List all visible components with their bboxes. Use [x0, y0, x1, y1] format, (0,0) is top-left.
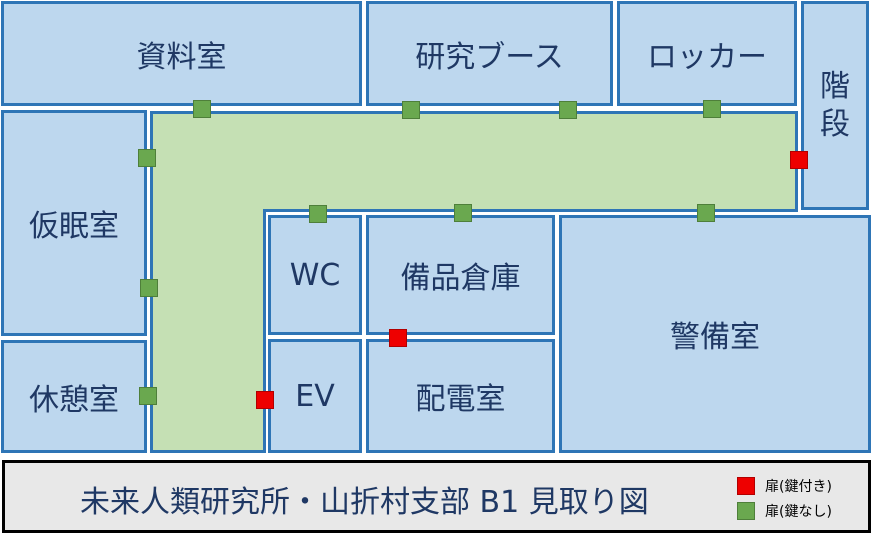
room-wc: WC: [268, 215, 362, 335]
door-unlocked: [138, 149, 156, 167]
room-kenkyu-booth: 研究ブース: [366, 1, 613, 106]
legend-free: 扉(鍵なし): [737, 501, 832, 521]
room-kaminshitsu: 仮眠室: [1, 110, 147, 336]
room-label: 休憩室: [29, 382, 119, 418]
room-label: 仮眠室: [29, 209, 119, 244]
legend-locked: 扉(鍵付き): [737, 476, 832, 496]
door-unlocked: [697, 204, 715, 222]
room-label: 備品倉庫: [400, 261, 521, 296]
door-locked: [790, 151, 808, 169]
door-unlocked: [140, 279, 158, 297]
room-ev: EV: [268, 339, 362, 453]
door-unlocked: [402, 101, 420, 119]
room-label-line2: 段: [820, 106, 850, 142]
door-locked: [256, 391, 274, 409]
map-title: 未来人類研究所・山折村支部 B1 見取り図: [80, 485, 649, 520]
door-unlocked: [703, 100, 721, 118]
legend-free-swatch: [737, 502, 755, 520]
legend-free-label: 扉(鍵なし): [765, 504, 832, 520]
room-haidenshitsu: 配電室: [366, 339, 555, 453]
room-label: 警備室: [670, 320, 760, 355]
room-label: ロッカー: [647, 39, 767, 75]
room-shiryoshitsu: 資料室: [1, 1, 362, 106]
room-keibishitsu: 警備室: [559, 215, 871, 453]
legend-locked-label: 扉(鍵付き): [765, 479, 832, 495]
room-kaidan: 階 段: [801, 1, 869, 210]
door-unlocked: [139, 387, 157, 405]
room-label: EV: [295, 378, 335, 414]
room-label: 資料室: [136, 39, 227, 75]
door-locked: [389, 329, 407, 347]
door-unlocked: [193, 100, 211, 118]
room-locker: ロッカー: [617, 1, 797, 106]
door-unlocked: [559, 101, 577, 119]
door-unlocked: [454, 204, 472, 222]
room-label-line1: 階: [820, 69, 850, 104]
room-label: 配電室: [415, 382, 506, 417]
caption-box: 未来人類研究所・山折村支部 B1 見取り図: [2, 460, 871, 533]
legend-locked-swatch: [737, 477, 755, 495]
room-label: 研究ブース: [415, 39, 564, 75]
room-label: WC: [289, 257, 341, 293]
room-kyukeishitsu: 休憩室: [1, 340, 147, 453]
door-unlocked: [309, 205, 327, 223]
